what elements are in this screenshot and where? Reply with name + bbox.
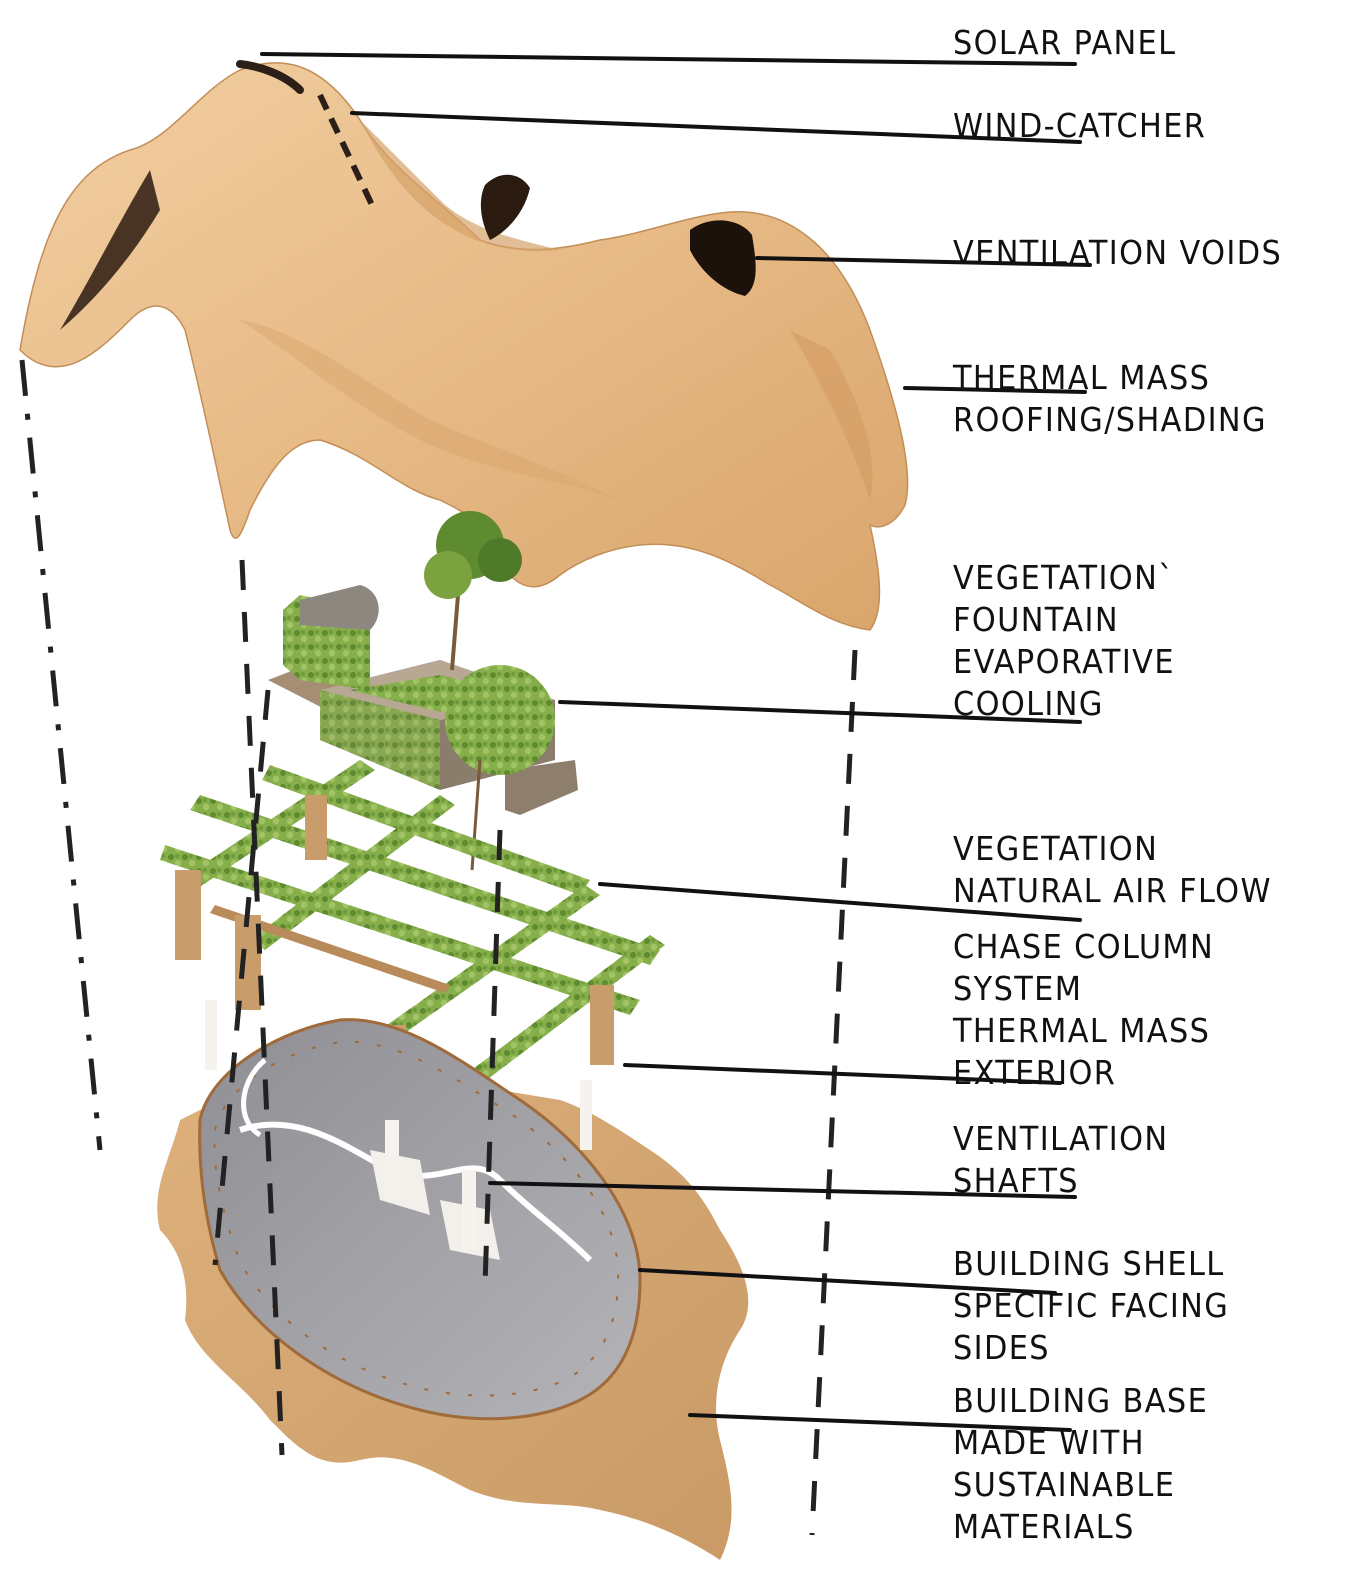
label-line: MADE WITH bbox=[953, 1422, 1208, 1464]
label-line: EVAPORATIVE bbox=[953, 641, 1175, 683]
label-vegetation-fountain: VEGETATION` FOUNTAIN EVAPORATIVE COOLING bbox=[953, 557, 1175, 725]
label-ventilation-voids: VENTILATION VOIDS bbox=[953, 232, 1282, 274]
label-line: SOLAR PANEL bbox=[953, 22, 1176, 64]
label-line: CHASE COLUMN bbox=[953, 926, 1214, 968]
label-line: SHAFTS bbox=[953, 1160, 1168, 1202]
label-line: NATURAL AIR FLOW bbox=[953, 870, 1272, 912]
label-line: FOUNTAIN bbox=[953, 599, 1175, 641]
label-wind-catcher: WIND-CATCHER bbox=[953, 105, 1206, 147]
label-chase-column-system: CHASE COLUMN SYSTEM THERMAL MASS EXTERIO… bbox=[953, 926, 1214, 1094]
label-line: COOLING bbox=[953, 683, 1175, 725]
label-line: BUILDING SHELL bbox=[953, 1243, 1229, 1285]
label-line: WIND-CATCHER bbox=[953, 105, 1206, 147]
label-thermal-mass-roofing: THERMAL MASS ROOFING/SHADING bbox=[953, 357, 1267, 441]
label-line: SYSTEM bbox=[953, 968, 1214, 1010]
label-line: MATERIALS bbox=[953, 1506, 1208, 1548]
label-line: VENTILATION bbox=[953, 1118, 1168, 1160]
label-building-shell: BUILDING SHELL SPECIFIC FACING SIDES bbox=[953, 1243, 1229, 1369]
label-building-base: BUILDING BASE MADE WITH SUSTAINABLE MATE… bbox=[953, 1380, 1208, 1548]
label-line: SIDES bbox=[953, 1327, 1229, 1369]
label-line: SPECIFIC FACING bbox=[953, 1285, 1229, 1327]
label-line: THERMAL MASS bbox=[953, 1010, 1214, 1052]
label-line: BUILDING BASE bbox=[953, 1380, 1208, 1422]
label-vegetation-airflow: VEGETATION NATURAL AIR FLOW bbox=[953, 828, 1272, 912]
label-line: ROOFING/SHADING bbox=[953, 399, 1267, 441]
label-line: THERMAL MASS bbox=[953, 357, 1267, 399]
label-line: VEGETATION bbox=[953, 828, 1272, 870]
label-line: SUSTAINABLE bbox=[953, 1464, 1208, 1506]
label-line: EXTERIOR bbox=[953, 1052, 1214, 1094]
label-ventilation-shafts: VENTILATION SHAFTS bbox=[953, 1118, 1168, 1202]
label-solar-panel: SOLAR PANEL bbox=[953, 22, 1176, 64]
label-line: VEGETATION` bbox=[953, 557, 1175, 599]
label-line: VENTILATION VOIDS bbox=[953, 232, 1282, 274]
